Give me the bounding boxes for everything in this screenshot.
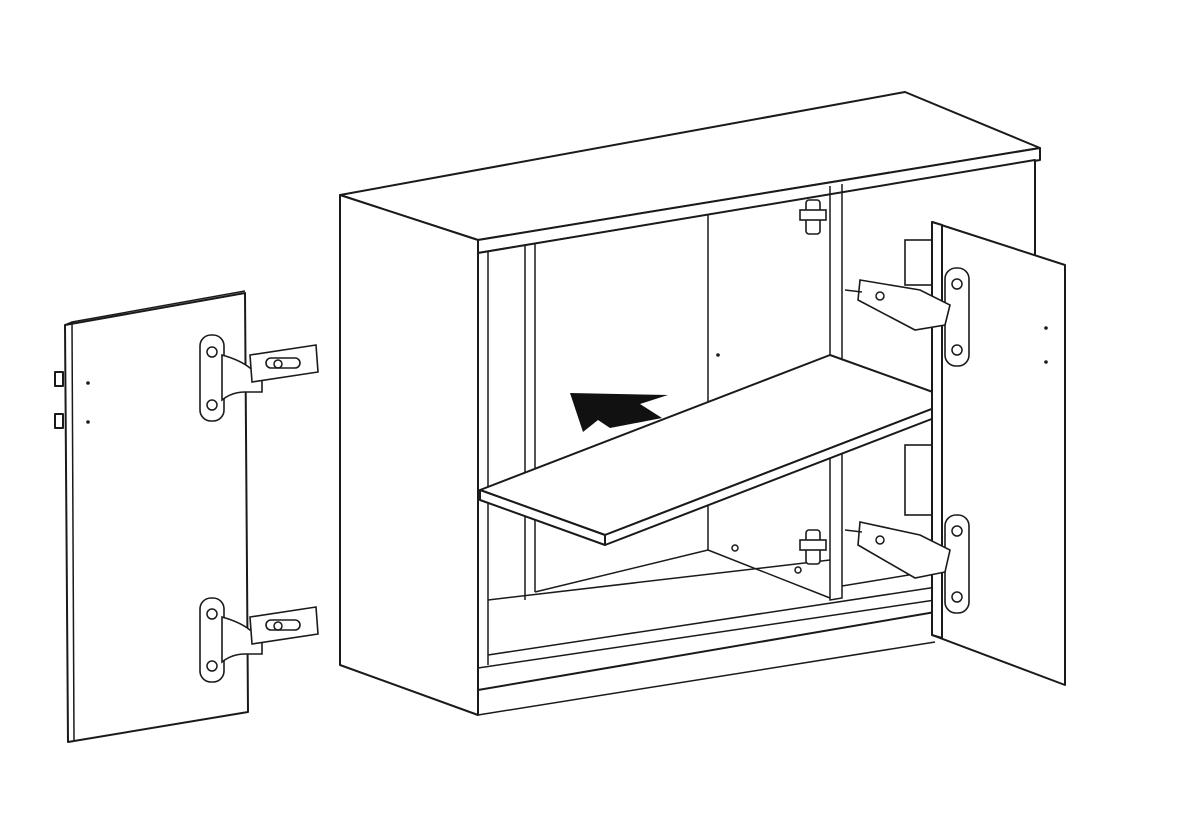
cabinet-left-side [339, 194, 479, 716]
hinge-bottom-right [844, 514, 970, 614]
dowel-tab [54, 371, 64, 387]
mounting-plate [799, 199, 827, 235]
hinge-top-left [199, 334, 319, 422]
hinge-top-right [844, 267, 970, 367]
shelf [479, 354, 956, 546]
hinge-bottom-left [199, 597, 319, 683]
mounting-plate [799, 529, 827, 565]
dowel-tab [54, 413, 64, 429]
insert-arrow-icon [570, 393, 668, 432]
